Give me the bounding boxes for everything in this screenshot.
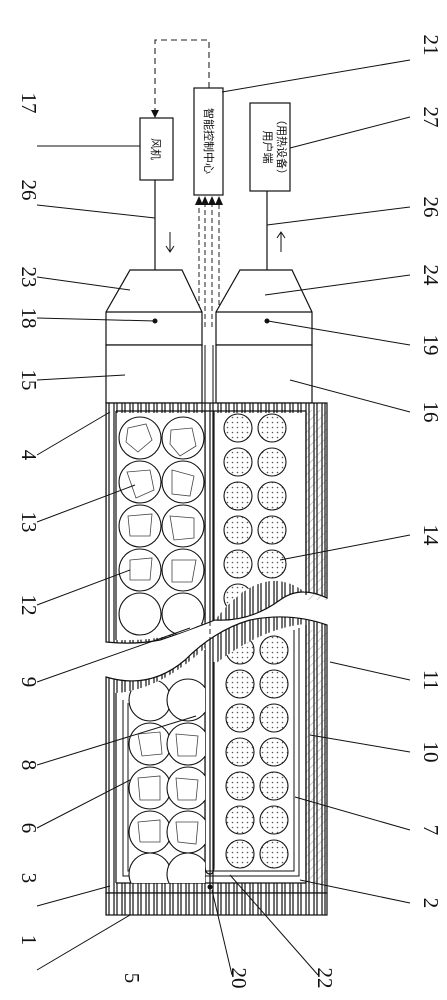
top-tank (105, 402, 328, 644)
user-end-subtext: （用热设备） (275, 114, 289, 180)
label-24: 24 (419, 265, 443, 287)
fan-box (139, 117, 174, 181)
small-balls-bottom (225, 635, 289, 869)
label-8: 8 (17, 760, 41, 771)
bottom-tank (105, 616, 328, 894)
label-4: 4 (17, 450, 41, 461)
label-9: 9 (17, 677, 41, 688)
label-1: 1 (17, 935, 41, 946)
signal-loop (154, 39, 210, 118)
label-23: 23 (17, 267, 41, 288)
label-26-left: 26 (17, 180, 41, 201)
sensor-19 (264, 318, 270, 324)
label-16: 16 (419, 402, 443, 423)
control-center-box (193, 87, 224, 196)
right-nozzle (215, 269, 313, 346)
label-6: 6 (17, 823, 41, 834)
left-nozzle (105, 269, 203, 346)
right-header (215, 344, 313, 404)
label-14: 14 (419, 525, 443, 547)
sensor-arrowheads (195, 196, 223, 205)
number-labels: 1 2 3 4 5 6 7 8 9 10 11 12 13 14 15 16 1… (17, 35, 443, 989)
fan-text: 风机 (149, 138, 163, 160)
large-balls-bottom (128, 678, 205, 883)
label-5: 5 (120, 973, 144, 984)
label-18: 18 (17, 308, 41, 329)
label-3: 3 (17, 873, 41, 884)
user-end-box (249, 102, 291, 192)
left-header (105, 344, 203, 404)
sensor-20 (207, 884, 213, 890)
signal-arrow (151, 110, 159, 118)
flow-arrow-right-head (276, 231, 286, 239)
label-17: 17 (17, 93, 41, 114)
label-27: 27 (419, 107, 443, 128)
leader-lines (36, 59, 411, 976)
label-22: 22 (313, 968, 337, 989)
large-ball-cracks-bottom (137, 731, 199, 845)
label-2: 2 (419, 898, 443, 909)
base-strip (105, 892, 328, 916)
fan-unit: 风机 (139, 117, 174, 181)
label-13: 13 (17, 512, 41, 533)
flow-arrow-left-head (165, 245, 175, 253)
label-19: 19 (419, 335, 443, 356)
label-7: 7 (419, 825, 443, 836)
label-11: 11 (419, 670, 443, 690)
user-end-unit: 用户端 （用热设备） (249, 102, 291, 192)
control-center-text: 智能控制中心 (202, 108, 216, 174)
label-10: 10 (419, 742, 443, 763)
large-balls-top (118, 416, 205, 636)
user-end-text: 用户端 (261, 131, 275, 164)
label-20: 20 (227, 968, 251, 989)
label-26-right: 26 (419, 197, 443, 218)
label-21: 21 (419, 35, 443, 56)
label-15: 15 (17, 370, 41, 391)
large-ball-cracks-top (125, 423, 197, 583)
control-center: 智能控制中心 (193, 87, 224, 196)
label-12: 12 (17, 595, 41, 616)
